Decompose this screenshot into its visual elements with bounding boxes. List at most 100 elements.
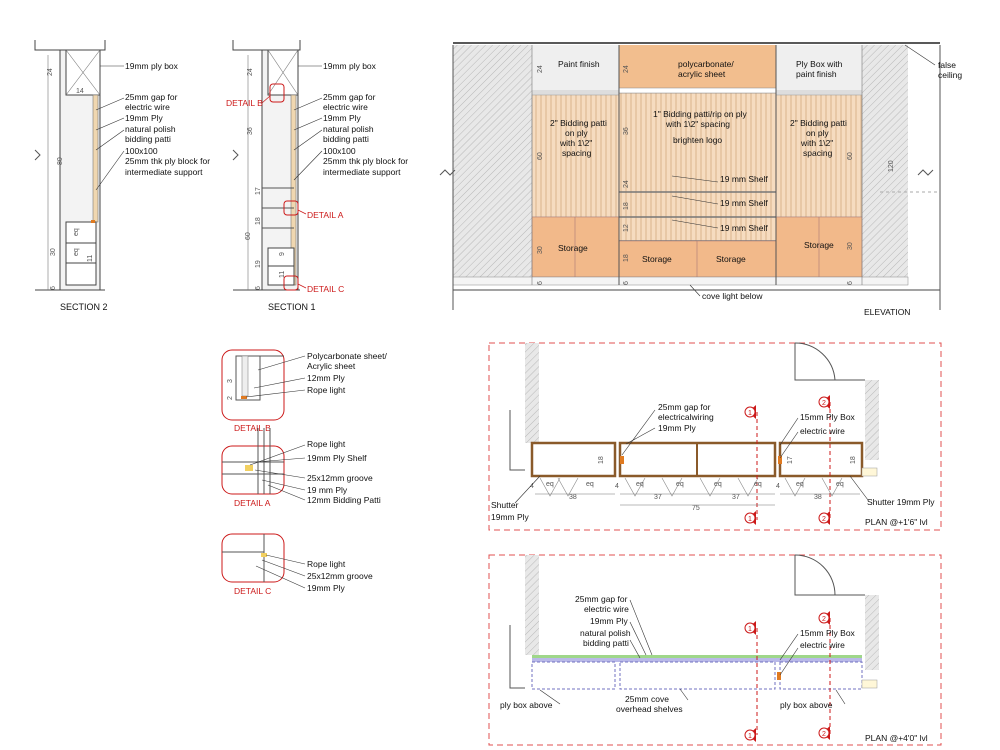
- detail-b: 3 2 Polycarbonate sheet/ Acrylic sheet 1…: [221, 349, 387, 433]
- elevation-left-panel-1: on ply: [565, 128, 588, 138]
- section2-dim-5: eq: [73, 248, 80, 256]
- section-marker-icon: 1: [744, 728, 756, 742]
- elevation-cove-light: cove light below: [702, 291, 763, 301]
- section1-title: SECTION 1: [268, 302, 316, 312]
- plan2-label-9: ply box above: [500, 700, 553, 710]
- detail-b-label-0: Polycarbonate sheet/: [307, 351, 387, 361]
- section1-label-4: natural polish: [323, 124, 374, 134]
- section2-label-6: 100x100: [125, 146, 158, 156]
- section-1: 24 36 17 18 60 19 9 11 6 19mm ply box 25…: [226, 40, 408, 312]
- elevation-false-ceiling-0: false: [938, 60, 956, 70]
- section1-dim-1: 36: [247, 127, 254, 135]
- elevation-dim-14: 6: [847, 281, 854, 285]
- plan1-dim-11: eq: [676, 481, 684, 488]
- plan1-dim-4: 75: [692, 505, 700, 512]
- section1-label-5: bidding patti: [323, 134, 369, 144]
- plan1-dim-12: eq: [714, 481, 722, 488]
- detail-a-label-3: 19 mm Ply: [307, 485, 348, 495]
- detail-a: Rope light 19mm Ply Shelf 25x12mm groove…: [221, 428, 381, 508]
- plan1-dim-8: eq: [546, 481, 554, 488]
- section2-dim-4: eq: [73, 228, 80, 236]
- detail-c: Rope light 25x12mm groove 19mm Ply DETAI…: [221, 533, 373, 596]
- plan1-dim-1: 37: [654, 494, 662, 501]
- section1-dim-4: 60: [245, 232, 252, 240]
- elevation-ply-box-1: paint finish: [796, 69, 837, 79]
- elevation-paint-finish: Paint finish: [558, 59, 600, 69]
- plan2-label-1: electric wire: [584, 604, 629, 614]
- detail-b-label-1: Acrylic sheet: [307, 361, 356, 371]
- elevation-storage-0: Storage: [558, 243, 588, 253]
- detail-b-dim-0: 3: [227, 379, 234, 383]
- section2-label-7: 25mm thk ply block for: [125, 156, 210, 166]
- plan2-label-6: electric wire: [800, 640, 845, 650]
- plan1-marker-0: 1: [748, 410, 752, 417]
- section2-dim-7: 6: [50, 286, 57, 290]
- elevation-shelf-1: 19 mm Shelf: [720, 198, 768, 208]
- plan1-marker-3: 2: [822, 516, 826, 523]
- plan1-dim-18: 4: [776, 483, 780, 490]
- section1-dim-0: 24: [247, 68, 254, 76]
- section1-label-0: 19mm ply box: [323, 61, 377, 71]
- section1-dim-3: 18: [255, 217, 262, 225]
- elevation-right-panel-0: 2" Bidding patti: [790, 118, 847, 128]
- plan2-label-0: 25mm gap for: [575, 594, 628, 604]
- plan2-marker-0: 1: [748, 626, 752, 633]
- elevation-dim-12: 18: [623, 202, 630, 210]
- elevation-dim-8: 30: [847, 242, 854, 250]
- elevation-center-panel-0: 1" Bidding patti/rip on ply: [653, 109, 747, 119]
- plan2-label-2: 19mm Ply: [590, 616, 629, 626]
- detail-c-label-0: Rope light: [307, 559, 346, 569]
- elevation-dim-2: 60: [537, 152, 544, 160]
- section2-label-0: 19mm ply box: [125, 61, 179, 71]
- section2-label-4: natural polish: [125, 124, 176, 134]
- plan1-label-4: electric wire: [800, 426, 845, 436]
- elevation-right-panel-1: on ply: [806, 128, 829, 138]
- section1-dim-5: 19: [255, 260, 262, 268]
- section1-label-2: electric wire: [323, 102, 368, 112]
- plan1-label-5: Shutter: [491, 500, 519, 510]
- detail-b-label-2: 12mm Ply: [307, 373, 346, 383]
- elevation-storage-2: Storage: [716, 254, 746, 264]
- section1-dim-8: 6: [255, 286, 262, 290]
- elevation-shelf-2: 19 mm Shelf: [720, 223, 768, 233]
- elevation-left-panel-3: spacing: [562, 148, 592, 158]
- plan1-label-7: Shutter 19mm Ply: [867, 497, 935, 507]
- elevation-dim-1: 24: [623, 65, 630, 73]
- plan2-label-3: natural polish: [580, 628, 631, 638]
- section2-title: SECTION 2: [60, 302, 108, 312]
- plan-2: 1 2 1 2 25mm gap for electric wire 19mm …: [488, 554, 942, 746]
- section-marker-icon: 1: [744, 621, 756, 635]
- elevation-ply-box-0: Ply Box with: [796, 59, 843, 69]
- plan1-dim-16: 4: [530, 483, 534, 490]
- plan2-marker-1: 2: [822, 616, 826, 623]
- section2-label-8: intermediate support: [125, 167, 203, 177]
- section1-label-8: intermediate support: [323, 167, 401, 177]
- section1-dim-2: 17: [255, 187, 262, 195]
- elevation-dim-3: 36: [623, 127, 630, 135]
- plan1-dim-9: eq: [586, 481, 594, 488]
- plan2-label-8: overhead shelves: [616, 704, 683, 714]
- detail-a-label-2: 25x12mm groove: [307, 473, 373, 483]
- elevation-title: ELEVATION: [864, 307, 910, 317]
- elevation-dim-7: 6: [537, 281, 544, 285]
- section1-dim-6: 9: [279, 252, 286, 256]
- plan2-label-7: 25mm cove: [625, 694, 669, 704]
- elevation-shelf-0: 19 mm Shelf: [720, 174, 768, 184]
- elevation-center-panel-1: with 1\2" spacing: [665, 119, 730, 129]
- section1-label-3: 19mm Ply: [323, 113, 362, 123]
- section-marker-icon: 1: [744, 405, 756, 419]
- plan1-label-6: 19mm Ply: [491, 512, 530, 522]
- plan1-dim-6: 18: [850, 456, 857, 464]
- section1-dim-7: 11: [279, 271, 286, 278]
- section1-detail-a-tag: DETAIL A: [307, 210, 344, 220]
- elevation-brighten-logo: brighten logo: [673, 135, 722, 145]
- elevation-left-panel-0: 2" Bidding patti: [550, 118, 607, 128]
- elevation-dim-4: 120: [888, 160, 895, 172]
- detail-a-label-0: Rope light: [307, 439, 346, 449]
- elevation-polycarbonate-1: acrylic sheet: [678, 69, 726, 79]
- plan1-label-1: electricalwiring: [658, 412, 714, 422]
- elevation-dim-10: 24: [623, 180, 630, 188]
- elevation-dim-5: 30: [537, 246, 544, 254]
- section-marker-icon: 2: [818, 726, 830, 740]
- plan1-dim-3: 38: [814, 494, 822, 501]
